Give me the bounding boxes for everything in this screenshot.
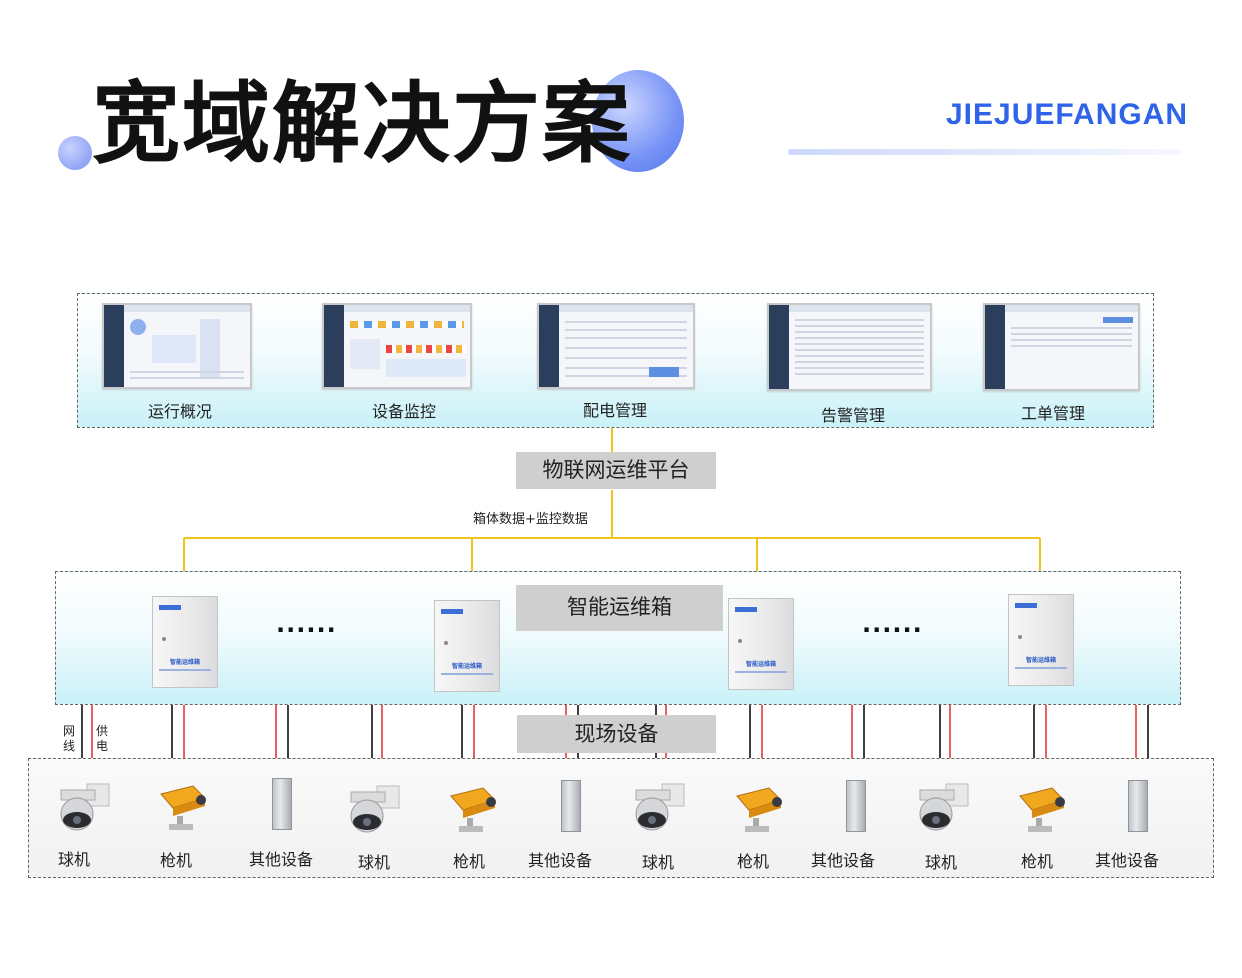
device-label: 球机 [925, 853, 958, 872]
smart-cabinet-4[interactable]: 智能运维箱 [1008, 594, 1074, 686]
module-label-device-monitor: 设备监控 [372, 402, 437, 421]
screen-work-order[interactable] [983, 303, 1140, 391]
screen-power-distribution[interactable] [537, 303, 695, 389]
gun-camera-icon[interactable] [447, 782, 499, 838]
platform-name-box: 物联网运维平台 [516, 452, 716, 489]
device-label: 其他设备 [1095, 851, 1160, 870]
brand-text: JIEJUEFANGAN [946, 98, 1189, 131]
field-devices-group [28, 758, 1214, 878]
device-label: 其他设备 [811, 851, 876, 870]
screen-overview[interactable] [102, 303, 252, 389]
device-label: 其他设备 [528, 851, 593, 870]
title-decoration-dot [58, 136, 92, 170]
gun-camera-icon[interactable] [1016, 782, 1068, 838]
screen-alarm-management[interactable] [767, 303, 932, 391]
cabinet-name: 智能运维箱 [1025, 657, 1056, 664]
other-device-icon[interactable] [561, 780, 581, 832]
device-label: 枪机 [737, 852, 770, 871]
module-label-alarm-management: 告警管理 [821, 406, 886, 425]
other-device-icon[interactable] [272, 778, 292, 830]
dome-camera-icon[interactable] [347, 782, 401, 838]
device-label: 枪机 [1021, 852, 1054, 871]
dome-camera-icon[interactable] [916, 780, 970, 836]
device-label: 球机 [58, 850, 91, 869]
data-flow-label: 箱体数据+监控数据 [473, 512, 588, 527]
smart-cabinet-2[interactable]: 智能运维箱 [434, 600, 500, 692]
other-device-icon[interactable] [846, 780, 866, 832]
title-decoration-circle [592, 70, 684, 172]
device-label: 其他设备 [249, 850, 314, 869]
gun-camera-icon[interactable] [733, 782, 785, 838]
network-cable-label: 网线 [63, 724, 76, 753]
module-label-power-distribution: 配电管理 [583, 401, 648, 420]
device-label: 枪机 [453, 852, 486, 871]
dome-camera-icon[interactable] [57, 780, 111, 836]
cabinet-name: 智能运维箱 [169, 659, 200, 666]
dome-camera-icon[interactable] [632, 780, 686, 836]
power-supply-label: 供电 [96, 724, 109, 753]
device-label: 球机 [642, 853, 675, 872]
field-devices-label: 现场设备 [517, 715, 716, 753]
device-label: 球机 [358, 853, 391, 872]
device-label: 枪机 [160, 851, 193, 870]
page-title: 宽域解决方案 [92, 72, 633, 175]
smart-cabinet-3[interactable]: 智能运维箱 [728, 598, 794, 690]
other-device-icon[interactable] [1128, 780, 1148, 832]
gun-camera-icon[interactable] [157, 780, 209, 836]
ellipsis-left: ...... [276, 610, 337, 638]
screen-device-monitor[interactable] [322, 303, 472, 389]
module-label-overview: 运行概况 [148, 402, 213, 421]
ellipsis-right: ...... [862, 610, 923, 638]
cabinet-group-label: 智能运维箱 [516, 585, 723, 631]
cabinet-name: 智能运维箱 [451, 663, 482, 670]
module-label-work-order: 工单管理 [1021, 404, 1086, 423]
brand-underline [788, 149, 1182, 155]
cabinet-name: 智能运维箱 [745, 661, 776, 668]
smart-cabinet-1[interactable]: 智能运维箱 [152, 596, 218, 688]
